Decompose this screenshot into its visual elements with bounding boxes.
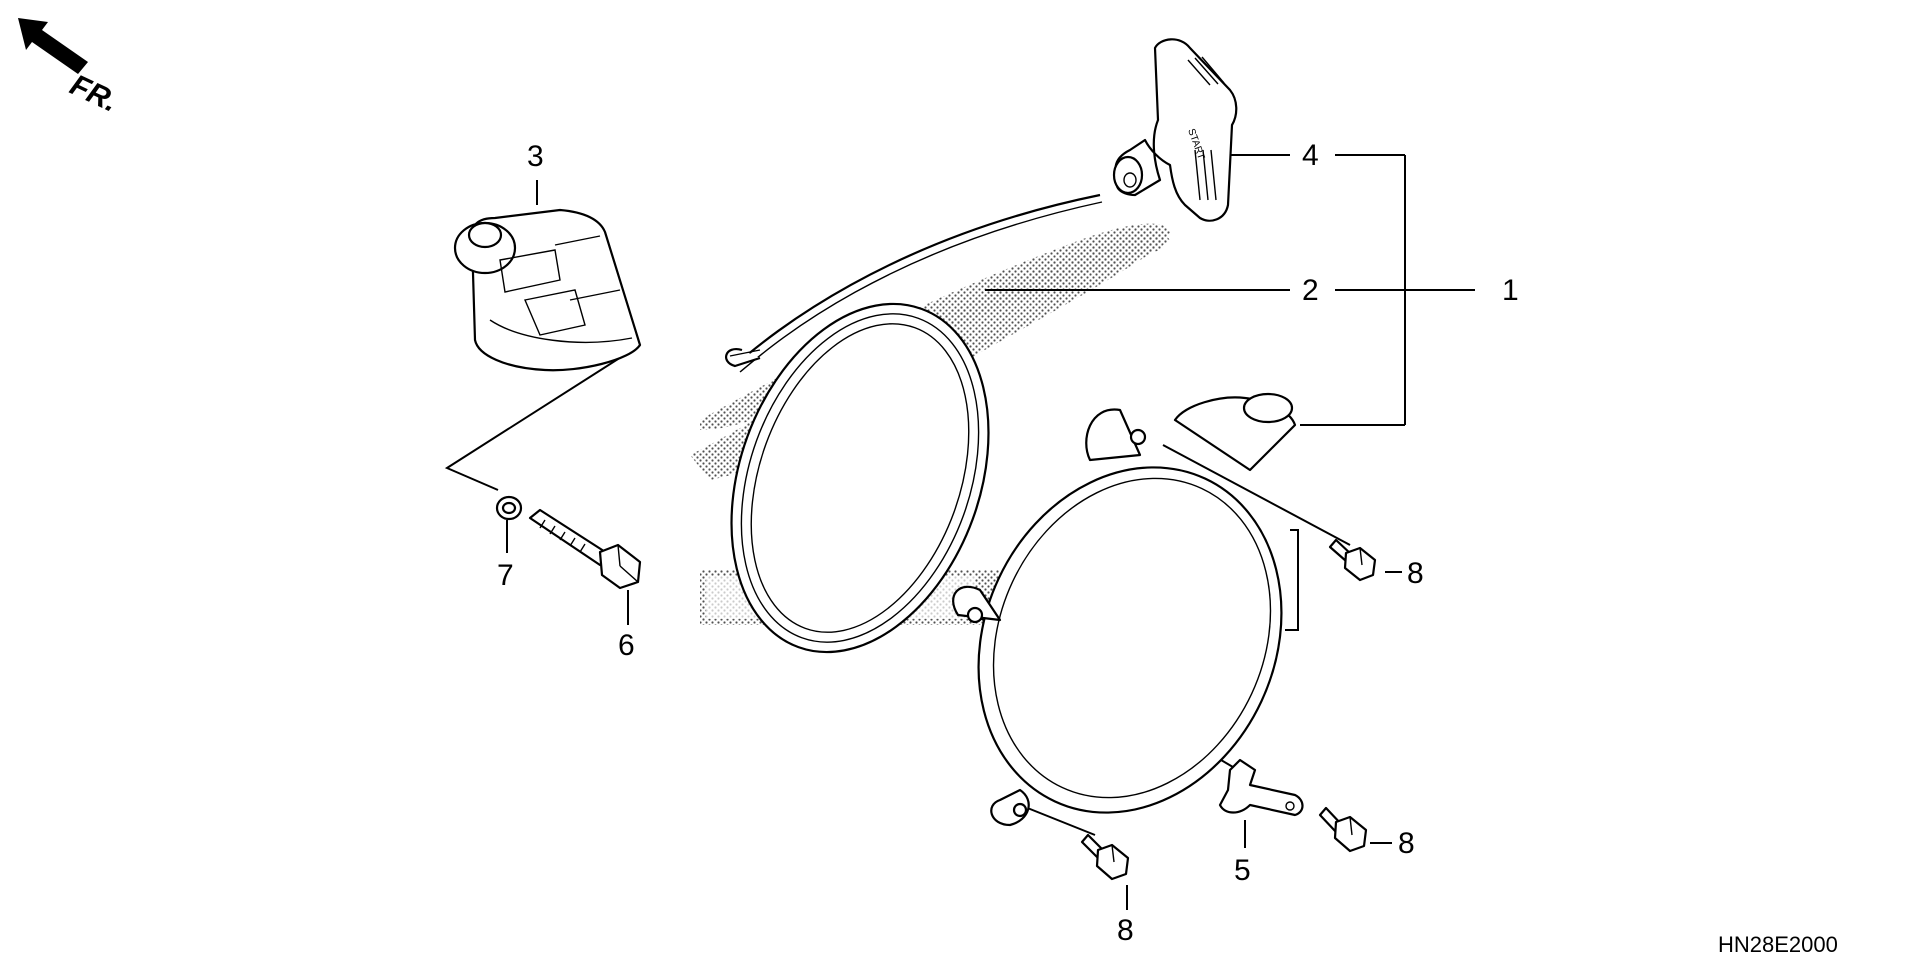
clamp (1218, 758, 1304, 817)
starter-grip: START (1112, 38, 1238, 222)
callout-1: 1 (1502, 274, 1519, 307)
flange-bolt-small-right (1318, 806, 1368, 853)
flange-bolt-small-upper (1328, 538, 1377, 582)
direction-label: FR. (65, 68, 123, 118)
front-direction-arrow-icon: FR. (18, 18, 123, 119)
callouts: 1 2 3 4 5 6 7 8 8 8 (497, 139, 1519, 947)
callout-8-upper: 8 (1407, 557, 1424, 590)
washer (495, 495, 523, 521)
callout-2: 2 (1302, 274, 1319, 307)
starter-rope (725, 193, 1103, 654)
callout-4: 4 (1302, 139, 1319, 172)
callout-6: 6 (618, 629, 635, 662)
callout-5: 5 (1234, 854, 1251, 887)
callout-7: 7 (497, 559, 514, 592)
recoil-starter-housing (952, 392, 1297, 827)
diagram-code: HN28E2000 (1718, 932, 1838, 957)
flange-bolt (528, 508, 642, 590)
flange-bolt-small-lower (1080, 833, 1130, 881)
callout-3: 3 (527, 140, 544, 173)
starter-pulley (453, 208, 642, 372)
callout-8-right: 8 (1398, 827, 1415, 860)
callout-8-lower: 8 (1117, 914, 1134, 947)
